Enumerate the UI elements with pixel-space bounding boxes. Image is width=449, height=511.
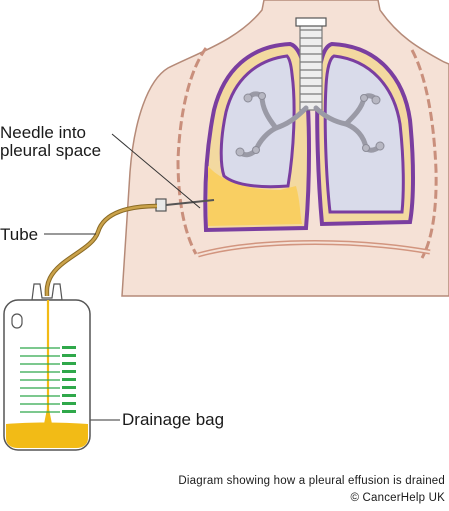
bag-inflow-drip [44, 404, 52, 424]
diaphragm-rib-inner [197, 241, 431, 256]
bag-scale-marks [62, 346, 76, 413]
pleural-effusion [208, 166, 302, 226]
needle-hub [155, 198, 167, 212]
needle [165, 199, 215, 206]
bag-scale [20, 347, 60, 413]
trachea [299, 21, 323, 111]
bag-hanger-hole [11, 313, 23, 329]
drainage-bag-label: Drainage bag [122, 410, 225, 429]
bag-liquid [6, 422, 88, 448]
trachea-rings [300, 29, 322, 103]
copyright-text: © CancerHelp UK [350, 492, 445, 505]
rib-right [410, 49, 438, 259]
drainage-tube-fill [45, 204, 158, 297]
needle-label-line2: pleural space [0, 140, 102, 160]
needle-label: Needle into pleural space [0, 124, 101, 160]
lung-right [323, 54, 405, 214]
caption-text: Diagram showing how a pleural effusion i… [178, 475, 445, 487]
needle-label-line1: Needle into [0, 123, 87, 142]
rib-left [176, 47, 208, 255]
needle-leader [111, 133, 201, 209]
bronchi-nodes [235, 92, 385, 157]
trachea-top [295, 17, 327, 27]
tube-label: Tube [0, 225, 39, 244]
caption: Diagram showing how a pleural effusion i… [178, 473, 445, 508]
